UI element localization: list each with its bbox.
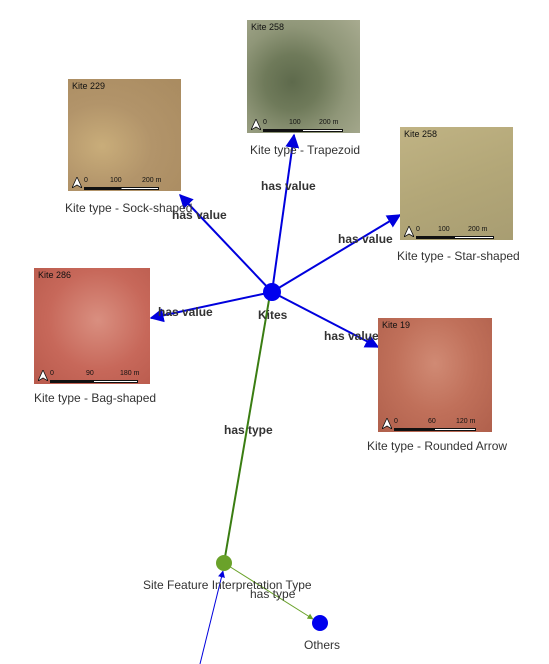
node-label-kites: Kites [258, 308, 288, 322]
edge-label-trapezoid: has value [261, 179, 316, 193]
node-kites[interactable] [263, 283, 281, 301]
scale-label-mid: 100 [289, 119, 301, 126]
edge-site-feature-others[interactable] [223, 562, 314, 620]
caption-bag: Kite type - Bag-shaped [34, 391, 156, 405]
node-label-site-feature: Site Feature Interpretation Type [143, 578, 312, 592]
edge-kites-trapezoid[interactable] [271, 133, 300, 293]
thumbnail-title: Kite 258 [404, 129, 438, 139]
scale-label-mid: 60 [428, 418, 436, 425]
edge-label-sock: has value [172, 208, 227, 222]
north-arrow-icon [382, 418, 392, 429]
north-arrow-icon [72, 177, 82, 188]
caption-trapezoid: Kite type - Trapezoid [250, 143, 360, 157]
thumbnail-kite-258-trapezoid[interactable]: Kite 258 0 100 200 m [247, 20, 360, 133]
edge-label-star: has value [338, 232, 393, 246]
thumbnail-title: Kite 258 [251, 22, 285, 32]
edge-label-has-type-others: has type [250, 587, 296, 601]
scale-label-start: 0 [416, 226, 420, 233]
scale-label-end: 180 m [120, 370, 140, 377]
edge-kites-bag[interactable] [149, 291, 273, 323]
scale-label-start: 0 [84, 177, 88, 184]
north-arrow-icon [38, 370, 48, 381]
caption-rounded-arrow: Kite type - Rounded Arrow [367, 439, 507, 453]
thumbnail-title: Kite 19 [382, 320, 411, 330]
north-arrow-icon [251, 119, 261, 130]
edge-kites-rounded-arrow[interactable] [271, 291, 380, 348]
edge-label-bag: has value [158, 305, 213, 319]
edge-site-feature-kites[interactable] [223, 299, 270, 564]
thumbnail-kite-286[interactable]: Kite 286 0 90 180 m [34, 268, 150, 384]
scale-label-mid: 100 [110, 177, 122, 184]
scale-label-mid: 100 [438, 226, 450, 233]
thumbnail-title: Kite 286 [38, 270, 72, 280]
edge-kites-sock[interactable] [179, 193, 273, 293]
scale-label-end: 200 m [142, 177, 162, 184]
caption-star: Kite type - Star-shaped [397, 249, 520, 263]
thumbnail-kite-229[interactable]: Kite 229 0 100 200 m [68, 79, 181, 191]
edge-label-has-type-kites: has type [224, 423, 273, 437]
scale-label-end: 120 m [456, 418, 476, 425]
caption-sock: Kite type - Sock-shaped [65, 201, 192, 215]
scale-label-mid: 90 [86, 370, 94, 377]
node-site-feature[interactable] [216, 555, 232, 571]
scale-label-end: 200 m [319, 119, 339, 126]
edge-label-rounded-arrow: has value [324, 329, 379, 343]
north-arrow-icon [404, 226, 414, 237]
scale-label-end: 200 m [468, 226, 488, 233]
scale-label-start: 0 [263, 119, 267, 126]
edge-incoming-site-feature[interactable] [199, 570, 225, 664]
thumbnail-title: Kite 229 [72, 81, 106, 91]
scale-label-start: 0 [394, 418, 398, 425]
scale-label-start: 0 [50, 370, 54, 377]
thumbnail-kite-258-star[interactable]: Kite 258 0 100 200 m [400, 127, 513, 240]
edge-kites-star[interactable] [271, 214, 402, 293]
node-others[interactable] [312, 615, 328, 631]
thumbnail-kite-19[interactable]: Kite 19 0 60 120 m [378, 318, 492, 432]
node-label-others: Others [304, 638, 340, 652]
